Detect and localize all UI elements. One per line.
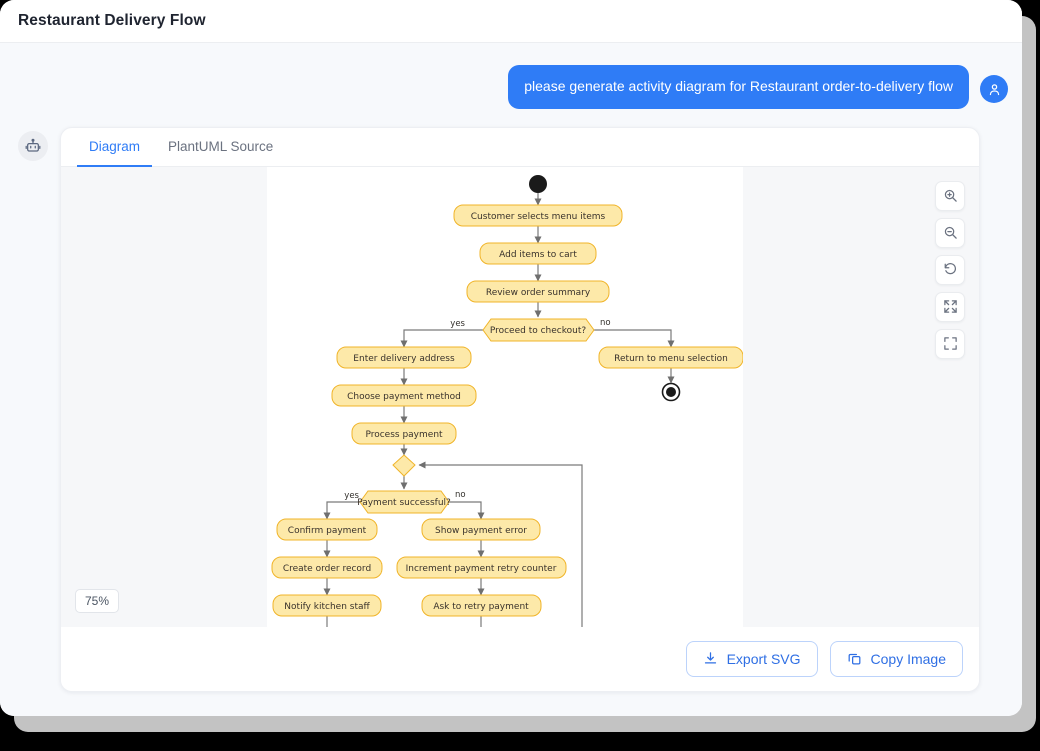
diagram-edge-labels: yes no yes no (344, 318, 610, 501)
edge-label-yes-1: yes (450, 319, 465, 329)
zoom-out-icon (944, 226, 957, 239)
edge-label-no-1: no (600, 318, 611, 328)
tab-plantuml-source[interactable]: PlantUML Source (168, 138, 274, 154)
svg-text:Return to menu selection: Return to menu selection (614, 354, 728, 364)
zoom-controls (935, 180, 965, 359)
assistant-row: Diagram PlantUML Source 75% (0, 109, 1022, 692)
node-action[interactable]: Return to menu selection (598, 346, 743, 368)
window-body: please generate activity diagram for Res… (0, 43, 1022, 716)
node-action[interactable]: Notify kitchen staff (272, 594, 382, 616)
diagram-edges (323, 192, 675, 627)
zoom-out-button[interactable] (935, 217, 965, 248)
copy-icon (848, 653, 860, 665)
node-action[interactable]: Process payment (351, 422, 457, 444)
edge-label-yes-2: yes (344, 491, 359, 501)
fullscreen-icon (943, 337, 957, 350)
zoom-in-button[interactable] (935, 180, 965, 211)
svg-text:Review order summary: Review order summary (486, 288, 591, 298)
app-window: Restaurant Delivery Flow please generate… (0, 0, 1022, 716)
node-decision[interactable]: Proceed to checkout? (482, 318, 595, 341)
user-message-bubble: please generate activity diagram for Res… (508, 65, 969, 109)
node-action[interactable]: Ask to retry payment (421, 594, 542, 616)
export-svg-button[interactable]: Export SVG (685, 640, 818, 677)
node-end (661, 382, 681, 401)
svg-text:Customer selects menu items: Customer selects menu items (471, 212, 606, 222)
activity-diagram: yes no yes no (271, 174, 743, 627)
reset-icon (944, 263, 956, 275)
svg-text:Ask to retry payment: Ask to retry payment (433, 602, 529, 612)
svg-text:Payment successful?: Payment successful? (357, 498, 451, 508)
node-action[interactable]: Review order summary (466, 280, 610, 302)
export-svg-label: Export SVG (726, 650, 801, 667)
fullscreen-button[interactable] (935, 328, 965, 359)
diagram-region[interactable]: 75% (61, 166, 979, 627)
download-icon (704, 652, 716, 664)
svg-text:Create order record: Create order record (283, 564, 371, 574)
fit-screen-button[interactable] (935, 291, 965, 322)
node-action[interactable]: Choose payment method (331, 384, 477, 406)
titlebar: Restaurant Delivery Flow (0, 0, 1022, 43)
node-action[interactable]: Increment payment retry counter (396, 556, 567, 578)
svg-text:Enter delivery address: Enter delivery address (353, 354, 455, 364)
diagram-result-card: Diagram PlantUML Source 75% (60, 126, 980, 692)
card-footer: Export SVG Copy Image (61, 626, 979, 691)
reset-button[interactable] (935, 254, 965, 285)
node-action[interactable]: Confirm payment (276, 518, 378, 540)
fit-screen-icon (943, 300, 957, 313)
edge-label-no-2: no (455, 490, 466, 500)
svg-text:Notify kitchen staff: Notify kitchen staff (284, 602, 370, 612)
svg-text:Confirm payment: Confirm payment (288, 526, 367, 536)
diagram-nodes: Customer selects menu items Add items to… (271, 174, 743, 616)
robot-icon (25, 138, 41, 152)
tab-diagram[interactable]: Diagram (77, 128, 153, 167)
node-action[interactable]: Show payment error (421, 518, 541, 540)
svg-text:Add items to cart: Add items to cart (499, 250, 577, 260)
user-avatar (980, 75, 1008, 103)
svg-text:Process payment: Process payment (365, 430, 443, 440)
diagram-canvas[interactable]: yes no yes no (267, 166, 743, 627)
user-icon (989, 83, 999, 95)
svg-text:Show payment error: Show payment error (435, 526, 527, 536)
tabstrip: Diagram PlantUML Source (61, 128, 979, 167)
node-merge (392, 453, 416, 477)
node-start (529, 174, 547, 193)
node-action[interactable]: Add items to cart (479, 242, 597, 264)
svg-text:Increment payment retry counte: Increment payment retry counter (406, 564, 557, 574)
node-action[interactable]: Create order record (271, 556, 383, 578)
node-decision[interactable]: Payment successful? (357, 490, 451, 513)
user-message-row: please generate activity diagram for Res… (0, 43, 1022, 109)
zoom-in-icon (944, 189, 957, 202)
node-action[interactable]: Enter delivery address (336, 346, 472, 368)
zoom-level-badge: 75% (75, 588, 120, 613)
page-title: Restaurant Delivery Flow (18, 12, 206, 29)
copy-image-label: Copy Image (870, 650, 946, 667)
svg-text:Proceed to checkout?: Proceed to checkout? (490, 326, 587, 336)
assistant-avatar (18, 130, 48, 161)
copy-image-button[interactable]: Copy Image (829, 640, 963, 677)
svg-text:Choose payment method: Choose payment method (347, 392, 461, 402)
node-action[interactable]: Customer selects menu items (453, 204, 623, 226)
